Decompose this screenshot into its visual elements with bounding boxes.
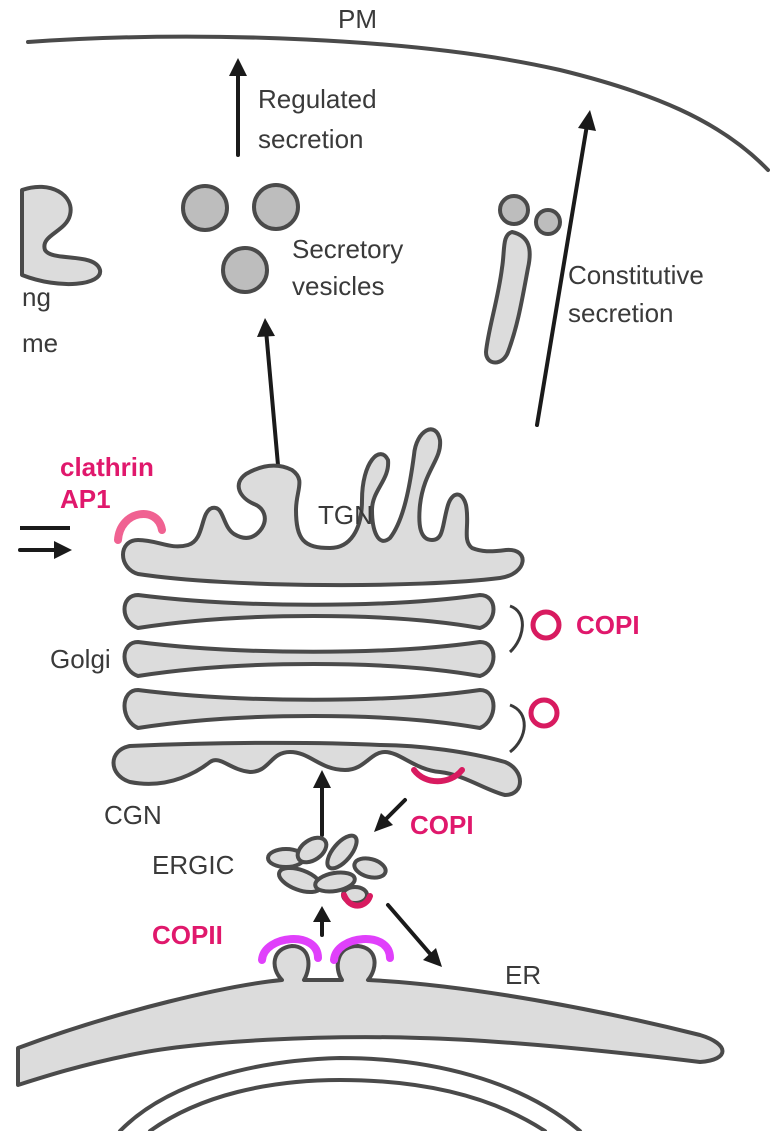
constitutive-vesicle-2 — [536, 210, 560, 234]
label-secretory-vesicles-line2: vesicles — [292, 271, 384, 301]
tgn-to-vesicles-arrow — [266, 330, 278, 465]
label-constitutive-secretion-line2: secretion — [568, 298, 674, 328]
label-er: ER — [505, 960, 541, 990]
label-golgi: Golgi — [50, 644, 111, 674]
label-regulated-secretion-line2: secretion — [258, 124, 364, 154]
label-copi-cgn: COPI — [410, 810, 474, 840]
ergic-to-cgn-arrowhead — [313, 770, 331, 788]
label-copii: COPII — [152, 920, 223, 950]
label-pm: PM — [338, 4, 377, 34]
regulated-secretion-arrowhead — [229, 58, 247, 76]
golgi-cisterna-3 — [125, 690, 494, 728]
label-tgn: TGN — [318, 500, 373, 530]
copi-vesicle-2 — [531, 700, 557, 726]
er-to-ergic-arrowhead — [313, 906, 331, 922]
nuclear-envelope-inner — [150, 1080, 545, 1131]
label-copi-golgi: COPI — [576, 610, 640, 640]
label-endosome-line2: me — [22, 328, 58, 358]
label-cgn: CGN — [104, 800, 162, 830]
nuclear-envelope-outer — [120, 1058, 580, 1131]
constitutive-vesicle-1 — [500, 196, 528, 224]
clathrin-ap1-coat — [118, 514, 162, 540]
copi-retrograde-arc-1 — [510, 606, 522, 652]
ergic-to-er-arrow — [388, 905, 432, 956]
label-constitutive-secretion-line1: Constitutive — [568, 260, 704, 290]
constitutive-secretion-arrowhead — [578, 110, 596, 131]
golgi-cisterna-2 — [125, 642, 494, 676]
endosome-to-tgn-arrowhead — [54, 541, 72, 559]
secretory-vesicle-1 — [183, 186, 227, 230]
plasma-membrane — [28, 37, 768, 170]
label-regulated-secretion-line1: Regulated — [258, 84, 377, 114]
secretory-vesicle-2 — [254, 185, 298, 229]
copi-vesicle-1 — [533, 612, 559, 638]
ergic-cluster — [268, 831, 388, 903]
golgi-cisterna-1 — [125, 595, 494, 628]
tgn-to-vesicles-arrowhead — [257, 318, 275, 337]
label-endosome-line1: ng — [22, 282, 51, 312]
label-clathrin: clathrin — [60, 452, 154, 482]
label-ap1: AP1 — [60, 484, 111, 514]
copi-retrograde-arc-2 — [510, 705, 524, 752]
constitutive-carrier-tubule — [486, 232, 530, 363]
er-membrane-outer — [18, 946, 723, 1085]
label-secretory-vesicles-line1: Secretory — [292, 234, 403, 264]
secretory-vesicle-3 — [223, 248, 267, 292]
label-ergic: ERGIC — [152, 850, 234, 880]
endosome-fragment — [22, 187, 100, 284]
